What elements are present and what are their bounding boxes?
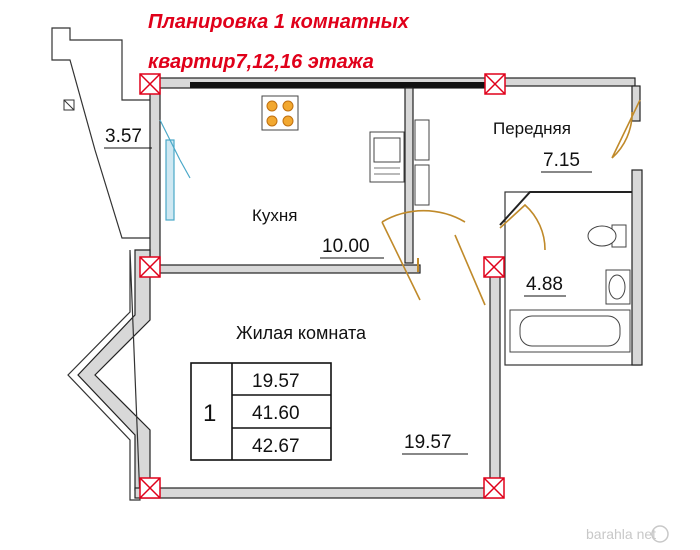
kitchen-label: Кухня (252, 206, 298, 225)
summary-living-area: 19.57 (252, 371, 300, 392)
kitchen-left-wall (149, 87, 161, 269)
hall-right-wall (631, 85, 641, 122)
watermark: barahla net (586, 525, 669, 543)
balcony-drain-icon (63, 99, 75, 111)
kitchen-cabinets (414, 119, 430, 206)
kitchen-living-wall (149, 264, 421, 274)
living-right-wall (489, 261, 501, 493)
column-marker-icon (139, 256, 161, 278)
bathroom-door (499, 203, 546, 251)
column-marker-icon (139, 477, 161, 499)
bathtub-icon (509, 309, 631, 353)
stove-icon (261, 95, 299, 131)
bay-outline (67, 249, 141, 501)
balcony-area: 3.57 (105, 126, 142, 147)
top-wall-dark (190, 82, 490, 88)
living-label: Жилая комната (236, 323, 367, 343)
hall-area: 7.15 (543, 150, 580, 171)
bathroom-right-wall (631, 169, 643, 366)
rooms-count: 1 (203, 400, 216, 427)
bathroom-area: 4.88 (526, 274, 563, 295)
column-marker-icon (483, 477, 505, 499)
entrance-door (611, 99, 641, 159)
column-marker-icon (483, 256, 505, 278)
exterior-walls (51, 27, 643, 501)
toilet-icon (587, 224, 627, 248)
column-marker-icon (484, 73, 506, 95)
sink-icon (369, 131, 405, 183)
bathroom-top-wall (499, 191, 632, 226)
column-markers (139, 73, 506, 499)
plan-title-line1: Планировка 1 комнатных (148, 11, 410, 33)
summary-total-area: 41.60 (252, 403, 300, 424)
living-area: 19.57 (404, 432, 452, 453)
washbasin-icon (605, 269, 631, 305)
logo-icon (651, 525, 669, 543)
column-marker-icon (139, 73, 161, 95)
watermark-text: barahla net (586, 526, 656, 542)
hall-label: Передняя (493, 119, 571, 138)
windows (159, 119, 191, 221)
kitchen-hall-partition (404, 87, 414, 264)
kitchen-door-arc (381, 209, 466, 301)
hall-top-wall (494, 77, 636, 87)
kitchen-area: 10.00 (322, 236, 370, 257)
living-door (454, 234, 486, 306)
doors (381, 99, 641, 306)
balcony-window (165, 139, 175, 221)
bottom-wall (134, 487, 501, 499)
bay-wall (77, 249, 151, 491)
plan-title-line2: квартир7,12,16 этажа (148, 51, 374, 73)
area-summary-table: 1 19.57 41.60 42.67 (190, 362, 332, 461)
summary-total-with-balcony: 42.67 (252, 436, 300, 457)
